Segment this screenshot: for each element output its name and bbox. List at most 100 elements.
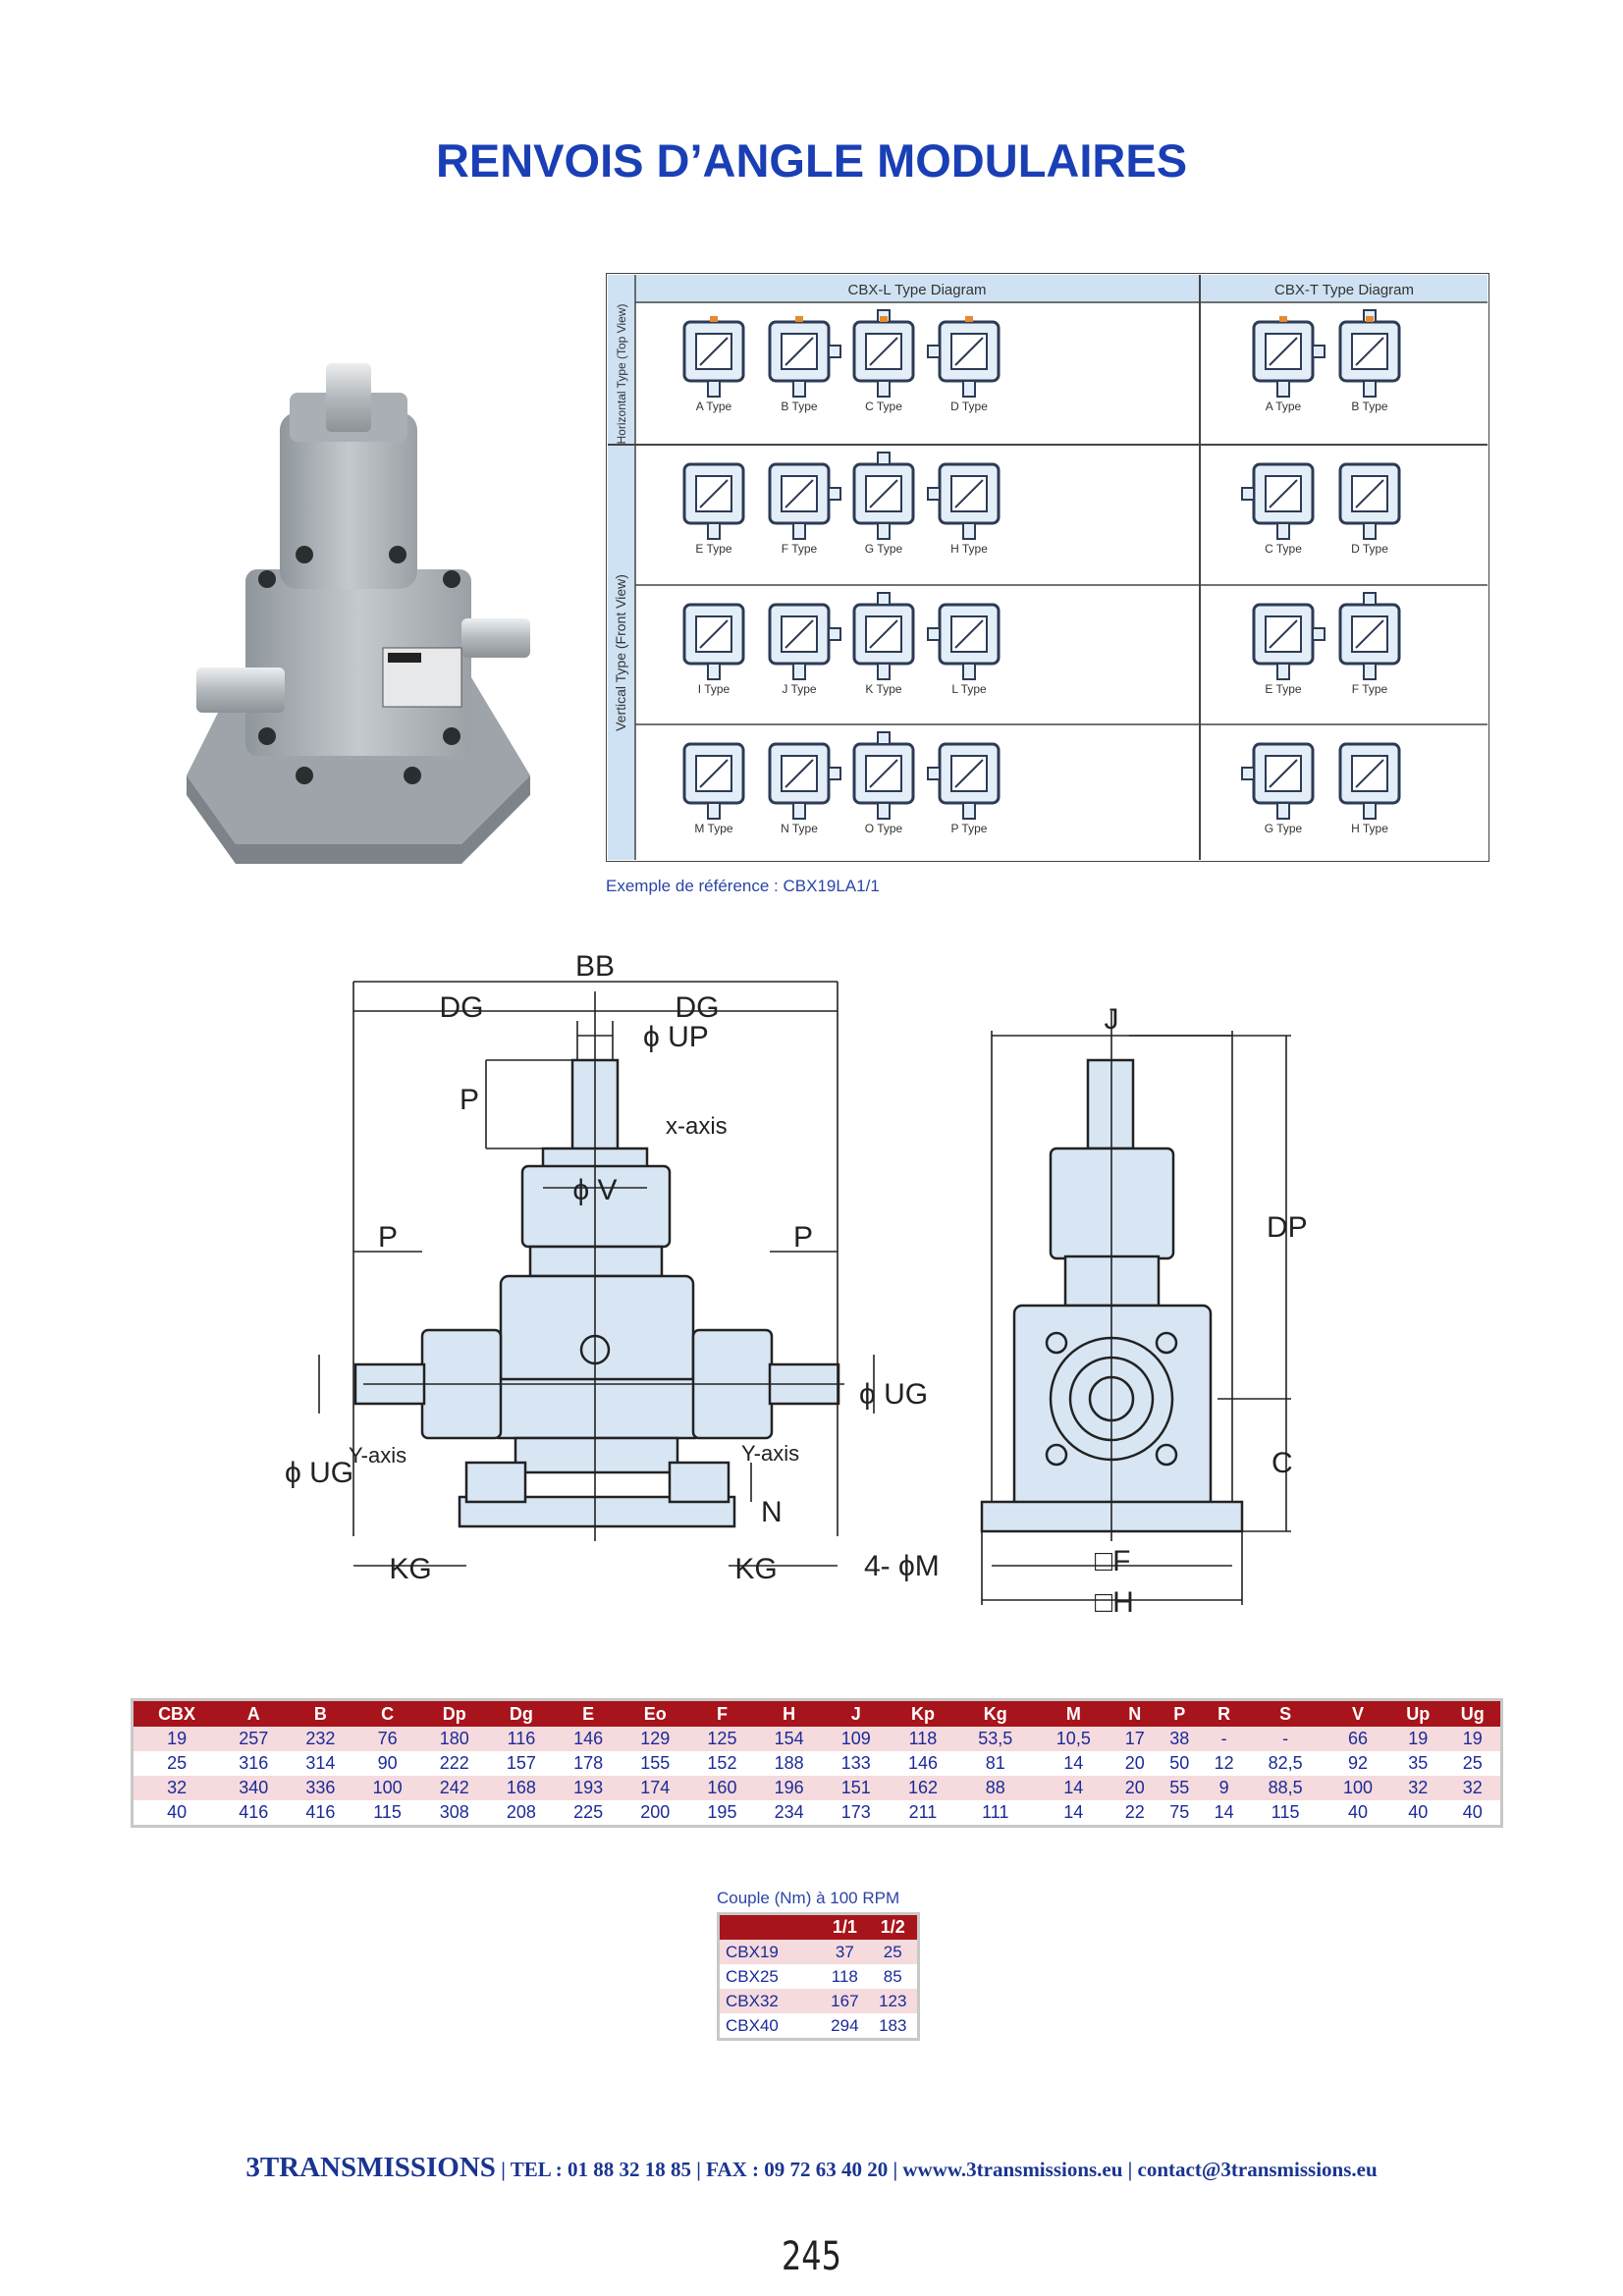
dims-cell: 9 <box>1201 1776 1247 1800</box>
type-label: E Type <box>695 542 731 556</box>
gearbox-type-cell: L Type <box>927 603 1001 696</box>
dims-cell: 314 <box>305 1753 336 1773</box>
dims-cell: 22 <box>1124 1802 1145 1822</box>
dims-cell: 92 <box>1347 1753 1368 1773</box>
dims-cell: 115 <box>1271 1802 1300 1822</box>
dims-cell: 160 <box>688 1776 756 1800</box>
dims-cell: 146 <box>555 1727 622 1751</box>
type-label: I Type <box>698 682 730 696</box>
gearbox-photo <box>187 363 530 864</box>
dims-cell: 111 <box>982 1802 1009 1822</box>
dims-cell: 234 <box>774 1802 804 1822</box>
dims-cell: 66 <box>1324 1727 1392 1751</box>
dims-cell: 20 <box>1124 1753 1145 1773</box>
gearbox-type-cell: B Type <box>1338 309 1401 413</box>
type-label: M Type <box>694 822 732 835</box>
type-label: F Type <box>782 542 818 556</box>
dims-cell: 81 <box>985 1753 1005 1773</box>
dims-cell: 10,5 <box>1034 1727 1113 1751</box>
type-label: C Type <box>1265 542 1302 556</box>
dims-header: A <box>220 1699 288 1727</box>
dims-cell: 125 <box>688 1727 756 1751</box>
dims-cell: 19 <box>1444 1727 1502 1751</box>
type-label: P Type <box>951 822 988 835</box>
dims-header: N <box>1112 1699 1158 1727</box>
label-p-right: P <box>793 1221 813 1254</box>
type-label: F Type <box>1352 682 1388 696</box>
type-label: D Type <box>950 400 988 413</box>
couple-cell: 85 <box>883 1966 902 1986</box>
dims-cell: 133 <box>840 1753 871 1773</box>
label-v: ϕ V <box>572 1174 617 1206</box>
dims-header: Up <box>1391 1699 1445 1727</box>
couple-cell: 183 <box>879 2015 907 2035</box>
dims-cell: 75 <box>1169 1802 1190 1822</box>
dims-cell: 17 <box>1112 1727 1158 1751</box>
gearbox-type-cell: G Type <box>1241 742 1315 835</box>
dims-header: S <box>1246 1699 1325 1727</box>
dims-header: Dp <box>420 1699 488 1727</box>
label-j: J <box>1105 1003 1119 1036</box>
dims-cell: 20 <box>1112 1776 1158 1800</box>
page-number: 245 <box>781 2234 842 2279</box>
footer-brand: 3TRANSMISSIONS <box>245 2152 496 2183</box>
dims-cell: 40 <box>1347 1802 1368 1822</box>
dims-cell: 232 <box>287 1727 354 1751</box>
type-label: B Type <box>781 400 817 413</box>
dims-cell: 38 <box>1157 1727 1202 1751</box>
label-y-axis-left: Y-axis <box>349 1443 406 1468</box>
dims-cell: 115 <box>373 1802 402 1822</box>
gearbox-type-cell: H Type <box>927 462 1001 556</box>
label-c: C <box>1271 1447 1293 1479</box>
gearbox-type-cell: D Type <box>927 316 1001 413</box>
dims-cell: 340 <box>220 1776 288 1800</box>
dims-cell: 151 <box>822 1776 890 1800</box>
gearbox-type-cell: E Type <box>1252 603 1325 696</box>
dims-cell: 155 <box>640 1753 671 1773</box>
dims-cell: 25 <box>167 1753 188 1773</box>
dims-cell: 188 <box>774 1753 804 1773</box>
dims-cell: 168 <box>487 1776 556 1800</box>
example-reference: Exemple de référence : CBX19LA1/1 <box>606 877 880 895</box>
gearbox-type-cell: E Type <box>682 462 745 556</box>
type-label: E Type <box>1265 682 1301 696</box>
dims-cell: 19 <box>132 1727 221 1751</box>
dims-cell: 109 <box>822 1727 890 1751</box>
label-bb: BB <box>575 952 615 983</box>
dims-cell: 200 <box>640 1802 671 1822</box>
gearbox-type-cell: M Type <box>682 742 745 835</box>
couple-cell: CBX19 <box>718 1940 822 1964</box>
diagram-header-l: CBX-L Type Diagram <box>848 282 987 298</box>
dims-cell: 90 <box>377 1753 398 1773</box>
gearbox-type-cell: C Type <box>852 309 915 413</box>
dims-cell: 157 <box>506 1753 536 1773</box>
gearbox-type-cell: F Type <box>768 462 841 556</box>
dims-cell: 308 <box>439 1802 469 1822</box>
label-kg-right: KG <box>734 1553 777 1585</box>
label-ug-right: ϕ UG <box>859 1378 928 1411</box>
couple-cell: 123 <box>868 1989 919 2013</box>
dims-cell: 40 <box>1462 1802 1483 1822</box>
dims-header: CBX <box>132 1699 221 1727</box>
dims-cell: 32 <box>132 1776 221 1800</box>
dims-cell: 178 <box>573 1753 604 1773</box>
dims-header: Eo <box>622 1699 689 1727</box>
dims-cell: 196 <box>755 1776 823 1800</box>
dims-cell: 222 <box>439 1753 469 1773</box>
dims-cell: 32 <box>1391 1776 1445 1800</box>
technical-drawing: BB DG DG ϕ UP P x-axis ϕ V P P ϕ UG ϕ UG… <box>285 952 1308 1619</box>
couple-cell: 37 <box>821 1940 869 1964</box>
gearbox-type-cell: H Type <box>1338 742 1401 835</box>
label-h: □H <box>1095 1586 1134 1619</box>
dims-cell: 32 <box>1444 1776 1502 1800</box>
dims-cell: 416 <box>239 1802 269 1822</box>
label-up: ϕ UP <box>643 1021 709 1053</box>
dims-header: Kp <box>889 1699 957 1727</box>
dims-cell: 19 <box>1391 1727 1445 1751</box>
dims-cell: 116 <box>487 1727 556 1751</box>
